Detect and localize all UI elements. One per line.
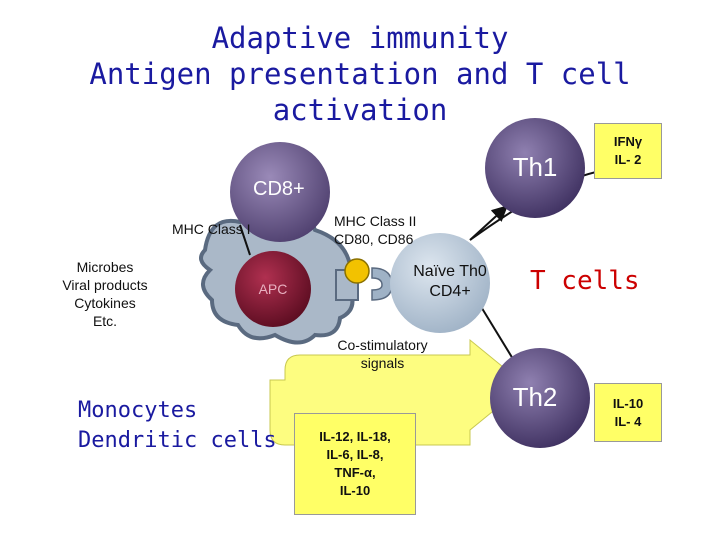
mhc-class-ii-line2: CD80, CD86 — [334, 231, 414, 247]
th1-cytokines-box: IFNγ IL- 2 — [594, 123, 662, 179]
page-subtitle: Antigen presentation and T cell activati… — [89, 57, 631, 127]
costim-line2: signals — [360, 355, 405, 371]
mhc-class-i-label: MHC Class I — [172, 221, 251, 237]
th2-cytokine: IL-10 — [612, 395, 644, 411]
monocytes-line2: Dendritic cells — [78, 428, 277, 453]
th1-arrow — [469, 205, 508, 241]
mhc-i-connector — [239, 224, 251, 256]
th2-cytokines-box: IL-10 IL- 4 — [594, 383, 662, 442]
apc-cytokine: IL-10 — [339, 483, 371, 498]
costim-label: Co-stimulatory signals — [325, 336, 440, 372]
antigen-item: Etc. — [92, 313, 118, 329]
naive-label-line1: Naïve Th0 — [413, 263, 487, 280]
apc-label: APC — [258, 281, 288, 297]
cd8-label: CD8+ — [253, 178, 305, 200]
monocytes-label: Monocytes Dendritic cells — [78, 396, 277, 456]
naive-label: Naïve Th0 CD4+ — [405, 262, 495, 302]
page-title: Adaptive immunity — [211, 21, 509, 55]
apc-cytokine: TNF-α, — [334, 465, 376, 480]
th1-cytokine: IFNγ — [613, 134, 643, 149]
apc-cell — [235, 251, 311, 327]
antigen-item: Microbes — [76, 259, 134, 275]
cd8-cell — [230, 142, 330, 242]
th2-cytokine: IL- 4 — [614, 413, 642, 429]
t-cells-label: T cells — [530, 266, 640, 296]
apc-cytokines-box: IL-12, IL-18, IL-6, IL-8, TNF-α, IL-10 — [294, 413, 416, 515]
th1-cytokine: IL- 2 — [614, 152, 642, 167]
naive-label-line2: CD4+ — [429, 283, 471, 300]
th1-label: Th1 — [512, 152, 558, 182]
antigen-peptide — [344, 258, 370, 284]
th2-cell — [490, 348, 590, 448]
th2-label: Th2 — [512, 382, 558, 412]
apc-cytokine: IL-12, IL-18, — [319, 429, 391, 444]
apc-cytokine: IL-6, IL-8, — [326, 447, 384, 462]
th1-cell — [485, 118, 585, 218]
mhc-class-ii-line1: MHC Class II — [334, 213, 417, 229]
antigen-list: Microbes Viral products Cytokines Etc. — [40, 258, 170, 330]
naive-cell — [390, 233, 490, 333]
mhc-class-ii-label: MHC Class II CD80, CD86 — [334, 212, 416, 248]
antigen-item: Viral products — [62, 277, 148, 293]
tcr-receptor — [371, 267, 393, 301]
antigen-item: Cytokines — [74, 295, 136, 311]
monocytes-line1: Monocytes — [78, 398, 198, 423]
costim-line1: Co-stimulatory — [337, 337, 428, 353]
